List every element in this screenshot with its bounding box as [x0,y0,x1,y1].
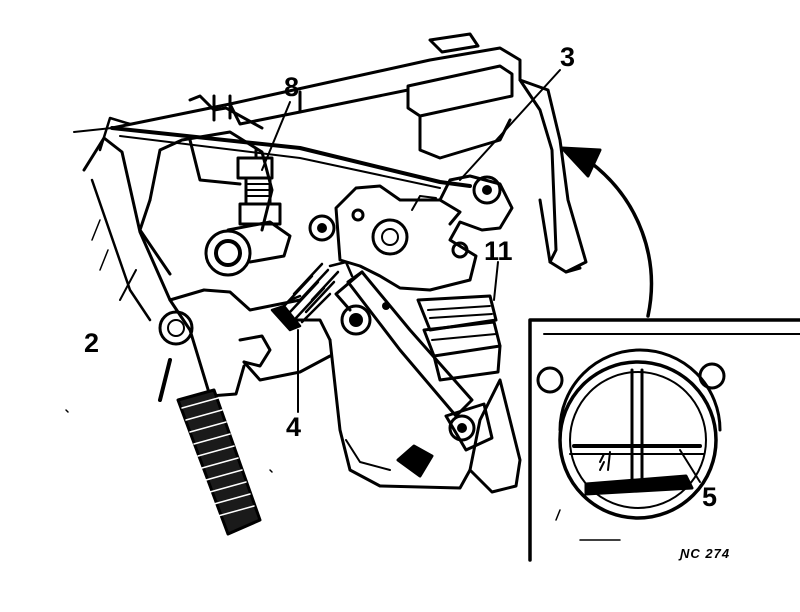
side-bracket [82,136,332,398]
callout-2: 2 [84,328,100,358]
callout-11: 11 [484,236,513,266]
throttle-lever [334,174,514,292]
pivot-bush [204,220,292,277]
link-rod [334,270,494,452]
leader-lines [119,69,701,483]
carburettor-body [110,32,588,276]
callout-5: 5 [702,482,718,512]
callout-3: 3 [560,42,576,72]
lower-housing [294,304,522,494]
leader-8 [261,101,291,171]
stud [308,214,336,242]
leader-11 [493,261,499,301]
stray-marks [65,409,273,473]
leader-3 [459,69,561,181]
adjusting-screw-8 [236,148,282,226]
threaded-barrel [416,294,502,382]
throttle-bore-inset [528,318,800,562]
leader-5 [679,449,701,483]
rotation-arrow [560,146,654,318]
return-spring-4 [270,260,354,332]
leader-2 [119,269,137,301]
threaded-adjuster [158,358,262,536]
callout-4: 4 [286,412,302,442]
figure-reference: ƝC 274 [680,546,731,561]
callout-8: 8 [284,72,300,102]
